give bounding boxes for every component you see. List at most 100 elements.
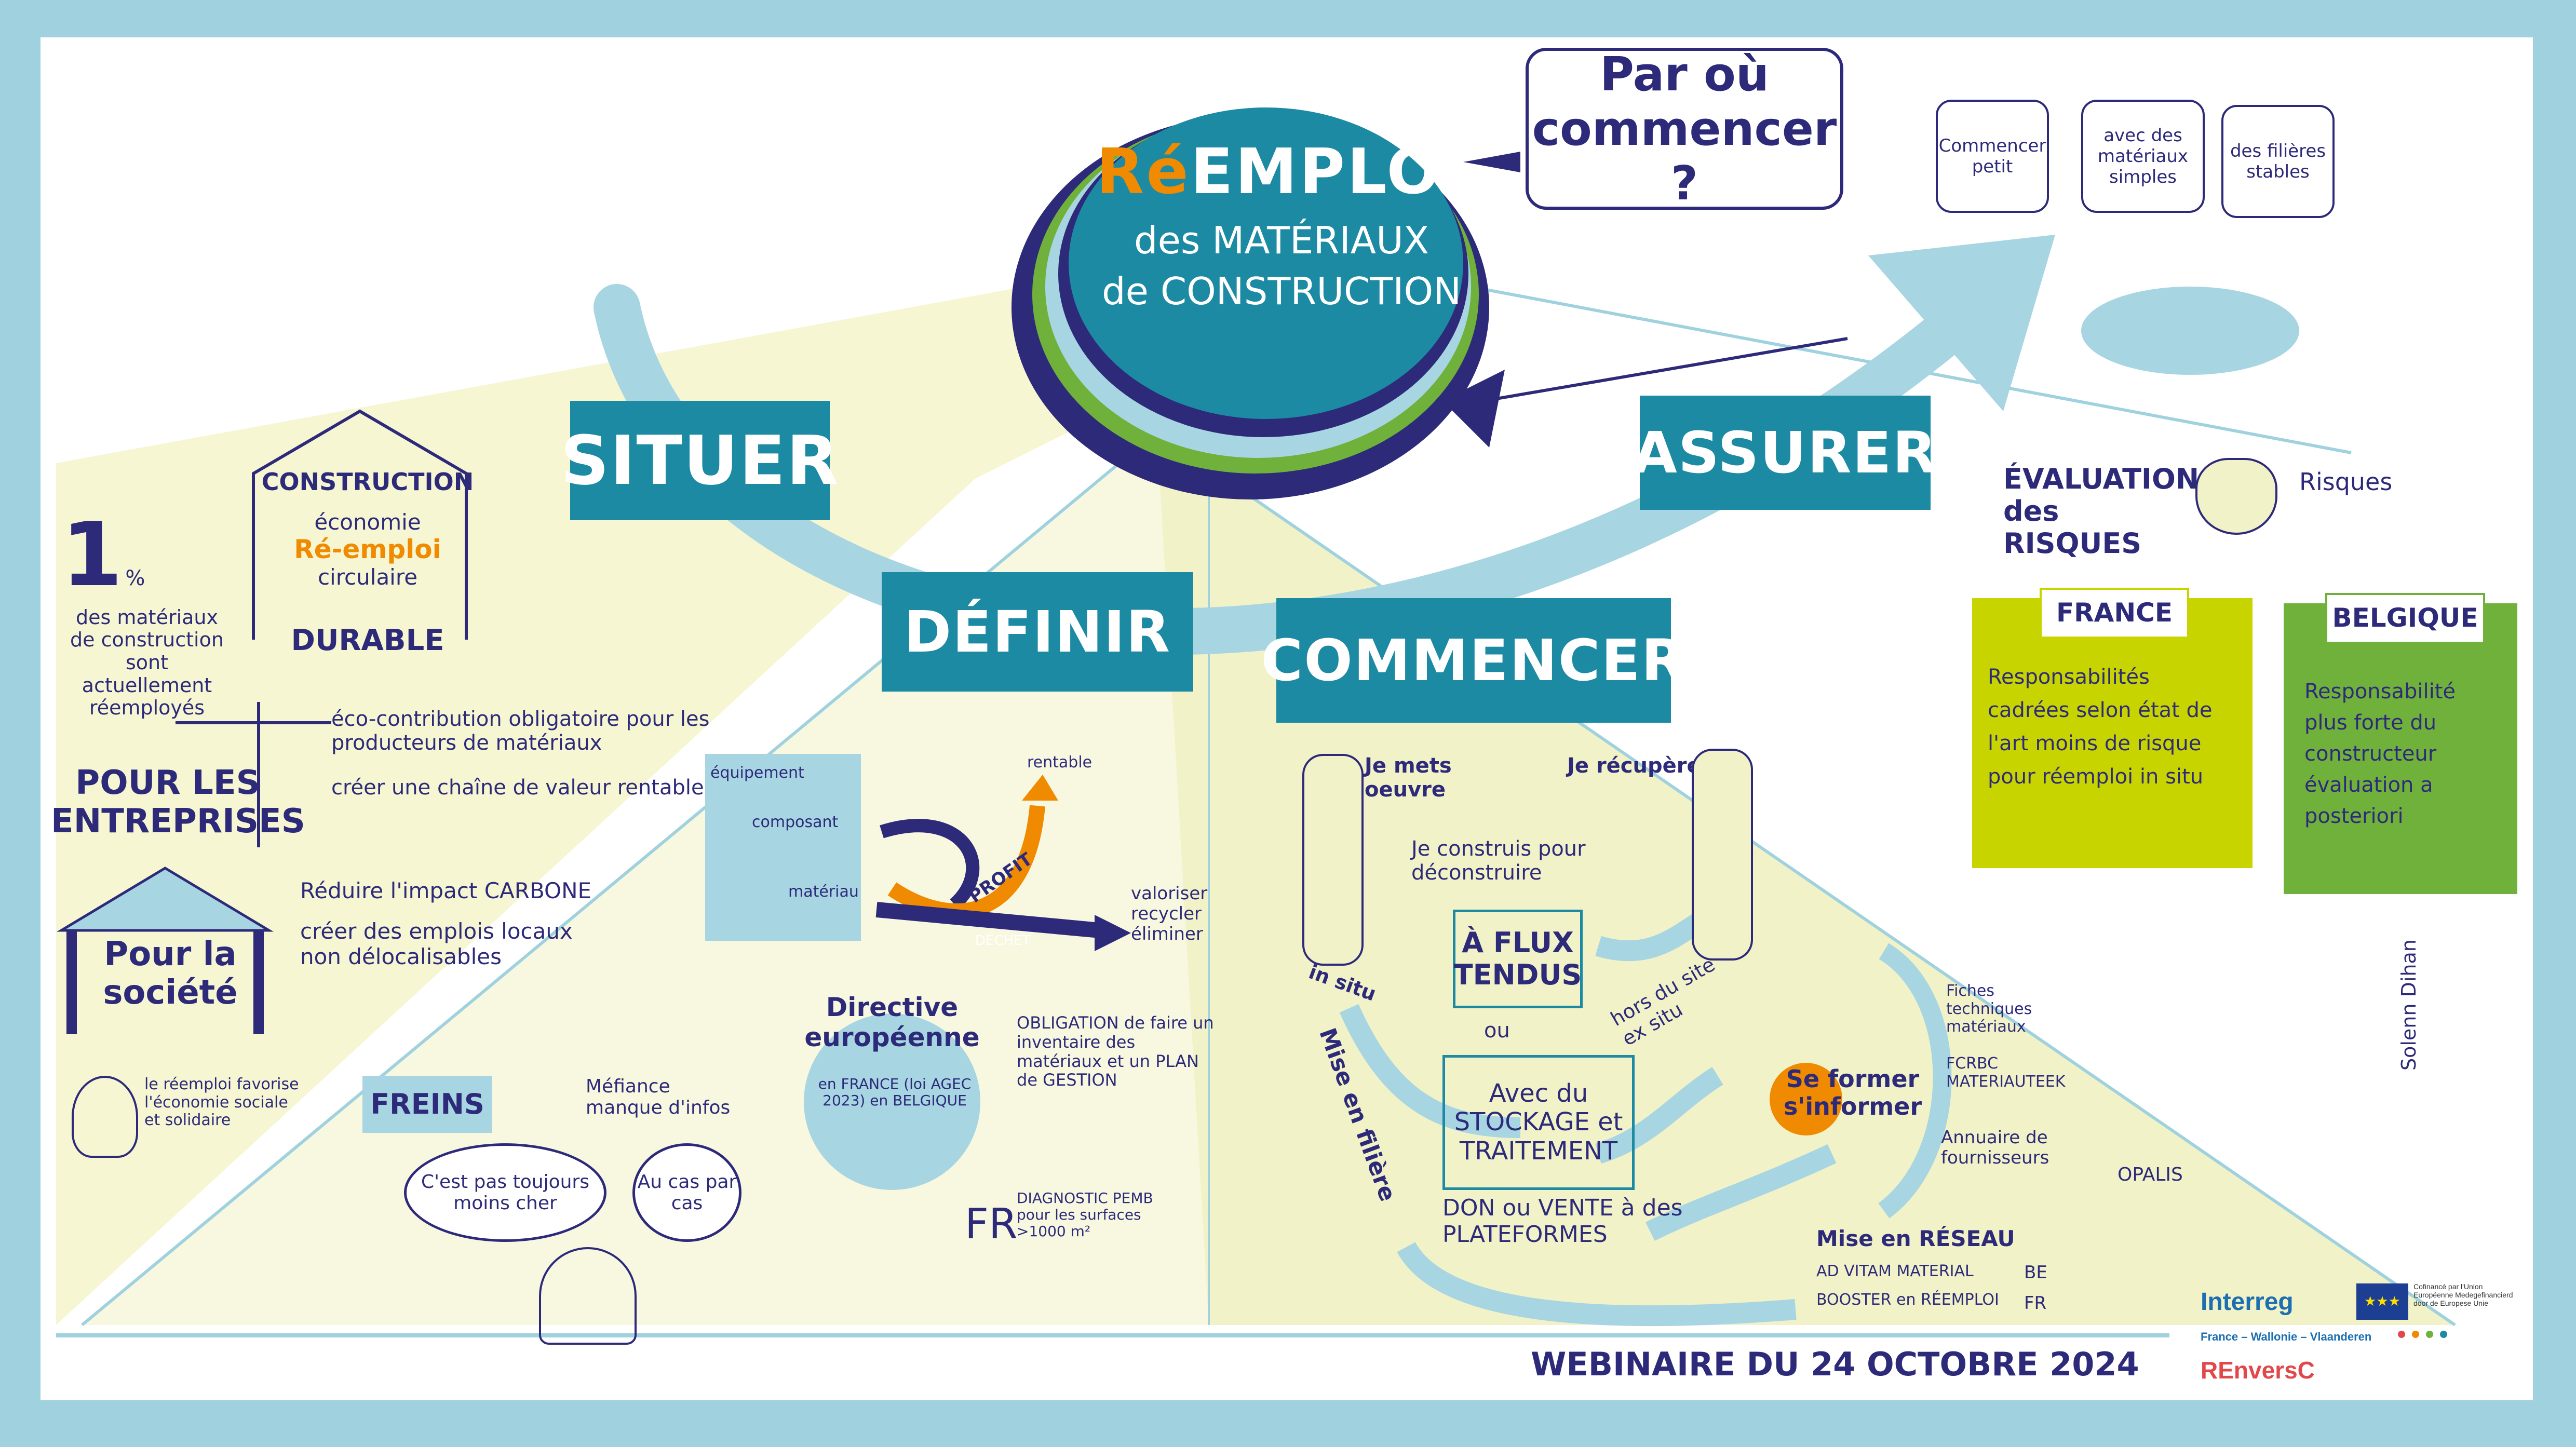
ou-label: ou (1484, 1019, 1510, 1043)
entreprises-point-2: créer une chaîne de valeur rentable (331, 776, 704, 800)
building-label-equipement: équipement (710, 764, 804, 782)
signature: Solenn Dihan (2397, 939, 2420, 1071)
opalis: OPALIS (2118, 1164, 2183, 1185)
belgique-title: BELGIQUE (2325, 593, 2485, 644)
fr-label: FR (965, 1200, 1018, 1248)
title-line2: des MATÉRIAUX (1134, 219, 1429, 262)
fiches-techniques: Fiches techniques matériaux (1946, 982, 2032, 1036)
stat-number: 1 (61, 504, 123, 606)
renversc-logo: REnversC (2201, 1357, 2315, 1384)
entreprises-points: éco-contribution obligatoire pour les pr… (331, 707, 747, 800)
societe-point-1: Réduire l'impact CARBONE (300, 878, 592, 903)
reseau-items: AD VITAM MATERIAL BOOSTER en RÉEMPLOI (1816, 1262, 2034, 1309)
definir-obligation: OBLIGATION de faire un inventaire des ma… (1017, 1013, 1214, 1090)
entreprises-point-1: éco-contribution obligatoire pour les pr… (331, 707, 710, 755)
belgique-card: BELGIQUE Responsabilité plus forte du co… (2284, 593, 2517, 894)
don-vente: DON ou VENTE à des PLATEFORMES (1442, 1195, 1683, 1248)
sketchnote-canvas: RéEMPLOI des MATÉRIAUX de CONSTRUCTION P… (41, 37, 2533, 1400)
reseau-item-booster: BOOSTER en RÉEMPLOI (1816, 1290, 1999, 1309)
money-bag-icon (2195, 458, 2277, 535)
partner-dots (2398, 1330, 2491, 1351)
definir-outcome: valoriser recycler éliminer (1131, 883, 1208, 945)
house-title: CONSTRUCTION (261, 468, 474, 496)
building-labels: équipement composant matériau (710, 764, 859, 901)
stockage-box: Avec du STOCKAGE et TRAITEMENT (1442, 1055, 1635, 1190)
reseau-item-advitam: AD VITAM MATERIAL (1816, 1262, 1974, 1280)
freins-title: FREINS (362, 1076, 492, 1133)
country-fr: FR (2024, 1293, 2047, 1314)
bubble-materiaux-simples: avec des matériaux simples (2081, 100, 2205, 213)
center-circle (1069, 107, 1463, 419)
interreg-logo: Interreg (2201, 1288, 2294, 1316)
building-label-materiau: matériau (788, 883, 859, 901)
house-bottom: DURABLE (279, 624, 456, 658)
interreg-sub: France – Wallonie – Vlaanderen (2201, 1330, 2372, 1343)
evaluation-risques: ÉVALUATION des RISQUES (2003, 463, 2200, 560)
mets-oeuvre: Je mets oeuvre (1365, 754, 1452, 802)
france-text: Responsabilités cadrées selon état de l'… (1988, 665, 2213, 789)
flux-tendus-box: À FLUX TENDUS (1453, 910, 1583, 1008)
building-label-composant: composant (752, 813, 839, 831)
house-words: économie Ré-emploi circulaire (290, 509, 446, 590)
label-assurer: ASSURER (1633, 396, 1936, 510)
country-be: BE (2024, 1262, 2047, 1283)
bubble-commencer-petit: Commencer petit (1936, 100, 2049, 213)
building-shape (705, 754, 861, 941)
label-definir: DÉFINIR (882, 572, 1193, 692)
idea-text: le réemploi favorise l'économie sociale … (144, 1075, 299, 1129)
france-card: FRANCE Responsabilités cadrées selon éta… (1972, 588, 2253, 868)
stat-block: 1 % des matériaux de construction sont a… (61, 504, 233, 720)
societe-point-2: créer des emplois locaux non délocalisab… (300, 918, 573, 969)
house-outline (252, 409, 468, 640)
freins-text: Méfiance manque d'infos (586, 1076, 731, 1119)
footer-webinaire: WEBINAIRE DU 24 OCTOBRE 2024 (1531, 1345, 2139, 1383)
fcrbc: FCRBC MATERIAUTEEK (1946, 1054, 2066, 1091)
stat-text: des matériaux de construction sont actue… (70, 605, 224, 720)
lightbulb-icon (72, 1076, 138, 1158)
reseau-title: Mise en RÉSEAU (1816, 1226, 2015, 1251)
label-commencer: COMMENCER (1261, 598, 1685, 723)
cycle-arrowhead (1868, 235, 2055, 411)
title-rest: EMPLOI (1190, 136, 1467, 208)
frein-bubble-cher: C'est pas toujours moins cher (404, 1143, 606, 1242)
worker-left-illustration (1302, 754, 1364, 966)
annuaire: Annuaire de fournisseurs (1941, 1127, 2049, 1169)
question-bubble: Par où commencer ? (1526, 47, 1843, 211)
label-rentable: rentable (1027, 753, 1093, 772)
construis-deconstruire: Je construis pour déconstruire (1411, 837, 1586, 885)
fr-diagnostic: DIAGNOSTIC PEMB pour les surfaces >1000 … (1017, 1189, 1153, 1240)
eu-flag-icon: ★★★ (2356, 1283, 2408, 1320)
france-title: FRANCE (2040, 588, 2189, 639)
title-accent: Ré (1096, 136, 1191, 208)
frein-bubble-cas: Au cas par cas (632, 1143, 741, 1242)
directive-title: Directive européenne (804, 992, 980, 1052)
pour-entreprises: POUR LES ENTREPRISES (51, 764, 305, 841)
risques-label: Risques (2299, 468, 2393, 496)
worker-illustration (539, 1247, 637, 1345)
label-dechet: DÉCHET (975, 933, 1031, 949)
recupere: Je récupère (1567, 754, 1701, 778)
label-situer: SITUER (560, 401, 839, 520)
worker-right-illustration (1692, 749, 1753, 961)
people-illustration (2081, 287, 2299, 375)
house-word-circulaire: circulaire (317, 564, 418, 590)
orange-dot (1770, 1063, 1842, 1135)
pour-societe: Pour la société (103, 935, 238, 1012)
stat-unit: % (125, 566, 145, 590)
se-former: Se former s'informer (1783, 1065, 1922, 1120)
title-line3: de CONSTRUCTION (1101, 269, 1462, 313)
logos-area: Interreg ★★★ Cofinancé par l'Union Europ… (2201, 1278, 2523, 1392)
directive-circle (804, 1013, 980, 1190)
societe-points: Réduire l'impact CARBONE créer des emplo… (300, 878, 612, 969)
eu-text: Cofinancé par l'Union Européenne Medegef… (2413, 1282, 2513, 1307)
belgique-text: Responsabilité plus forte du constructeu… (2304, 680, 2456, 828)
directive-sub: en FRANCE (loi AGEC 2023) en BELGIQUE (818, 1075, 972, 1110)
bubble-filieres-stables: des filières stables (2221, 105, 2335, 218)
reseau-countries: BE FR (2024, 1262, 2047, 1314)
title-line1: RéEMPLOI (1079, 136, 1484, 208)
house-word-economie: économie (314, 509, 421, 535)
background-shapes (56, 107, 2456, 1337)
situer-zone (56, 281, 1131, 1325)
center-title: RéEMPLOI des MATÉRIAUX de CONSTRUCTION (1079, 136, 1484, 313)
house-word-reemploi: Ré-emploi (294, 534, 441, 565)
